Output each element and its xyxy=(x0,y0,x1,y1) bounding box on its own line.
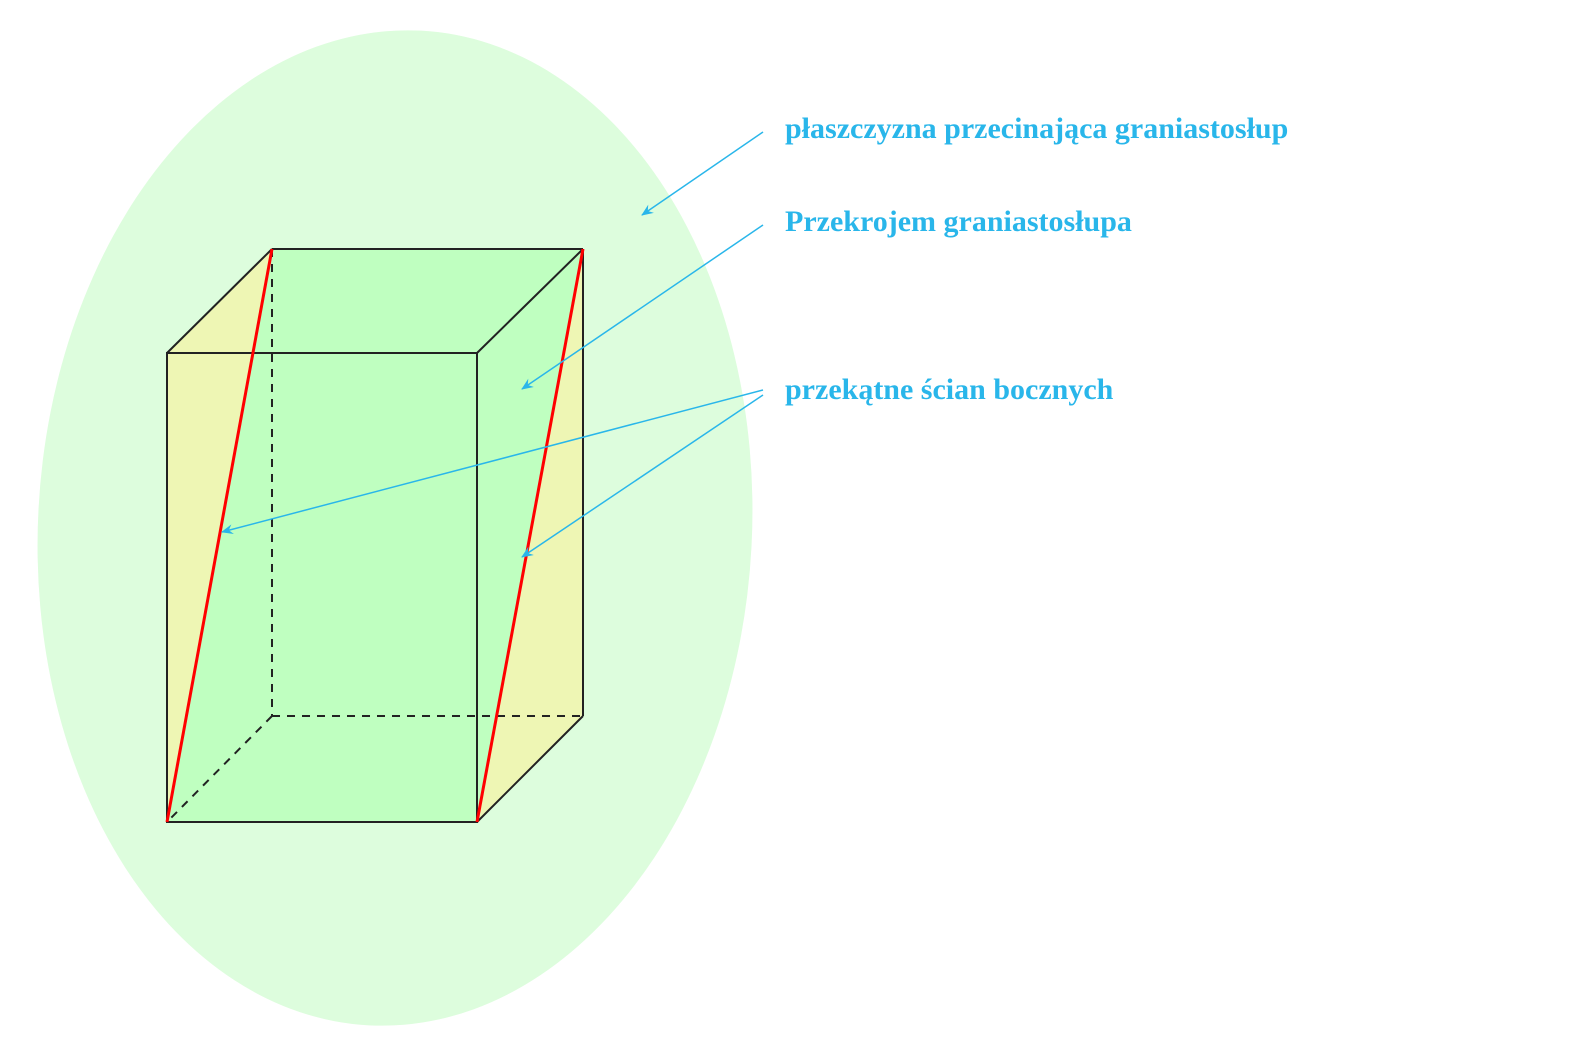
visible-edges xyxy=(166,248,584,823)
arrow-plane xyxy=(641,131,764,216)
cross-section xyxy=(167,249,583,822)
label-section: Przekrojem graniastosłupa xyxy=(785,205,1132,238)
hidden-edges xyxy=(166,249,583,823)
label-diagonals: przekątne ścian bocznych xyxy=(785,373,1114,406)
arrow-diagonal-left xyxy=(221,389,764,535)
diagonal-left xyxy=(165,248,274,823)
diagonal-right xyxy=(475,248,585,823)
arrow-section xyxy=(521,224,764,390)
arrow-diagonal-right xyxy=(521,394,764,558)
label-plane: płaszczyzna przecinająca graniastosłup xyxy=(785,112,1289,145)
